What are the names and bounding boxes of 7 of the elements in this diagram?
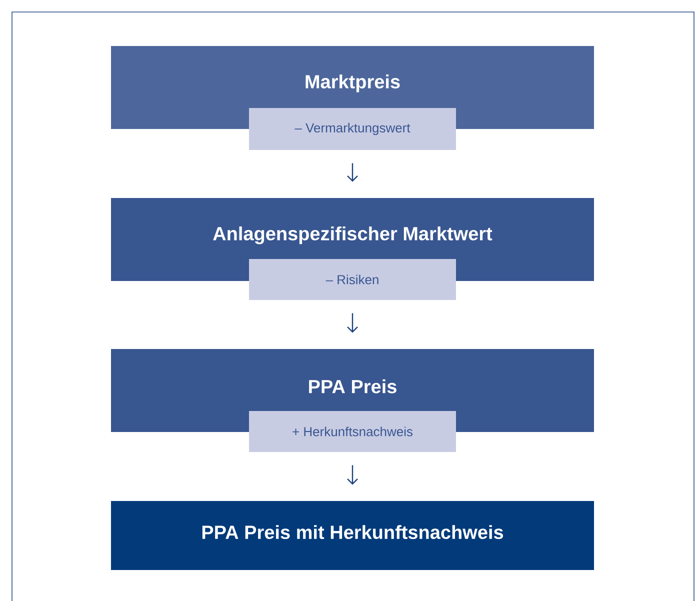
- process-box: PPA Preis mit Herkunftsnachweis: [111, 501, 594, 570]
- arrow: [347, 465, 358, 485]
- adjustment-box: – Vermarktungswert: [249, 108, 456, 150]
- adjustment-box: – Risiken: [249, 259, 456, 300]
- arrow: [347, 163, 358, 182]
- arrow: [347, 313, 358, 333]
- adjustment-box: + Herkunftsnachweis: [249, 411, 456, 452]
